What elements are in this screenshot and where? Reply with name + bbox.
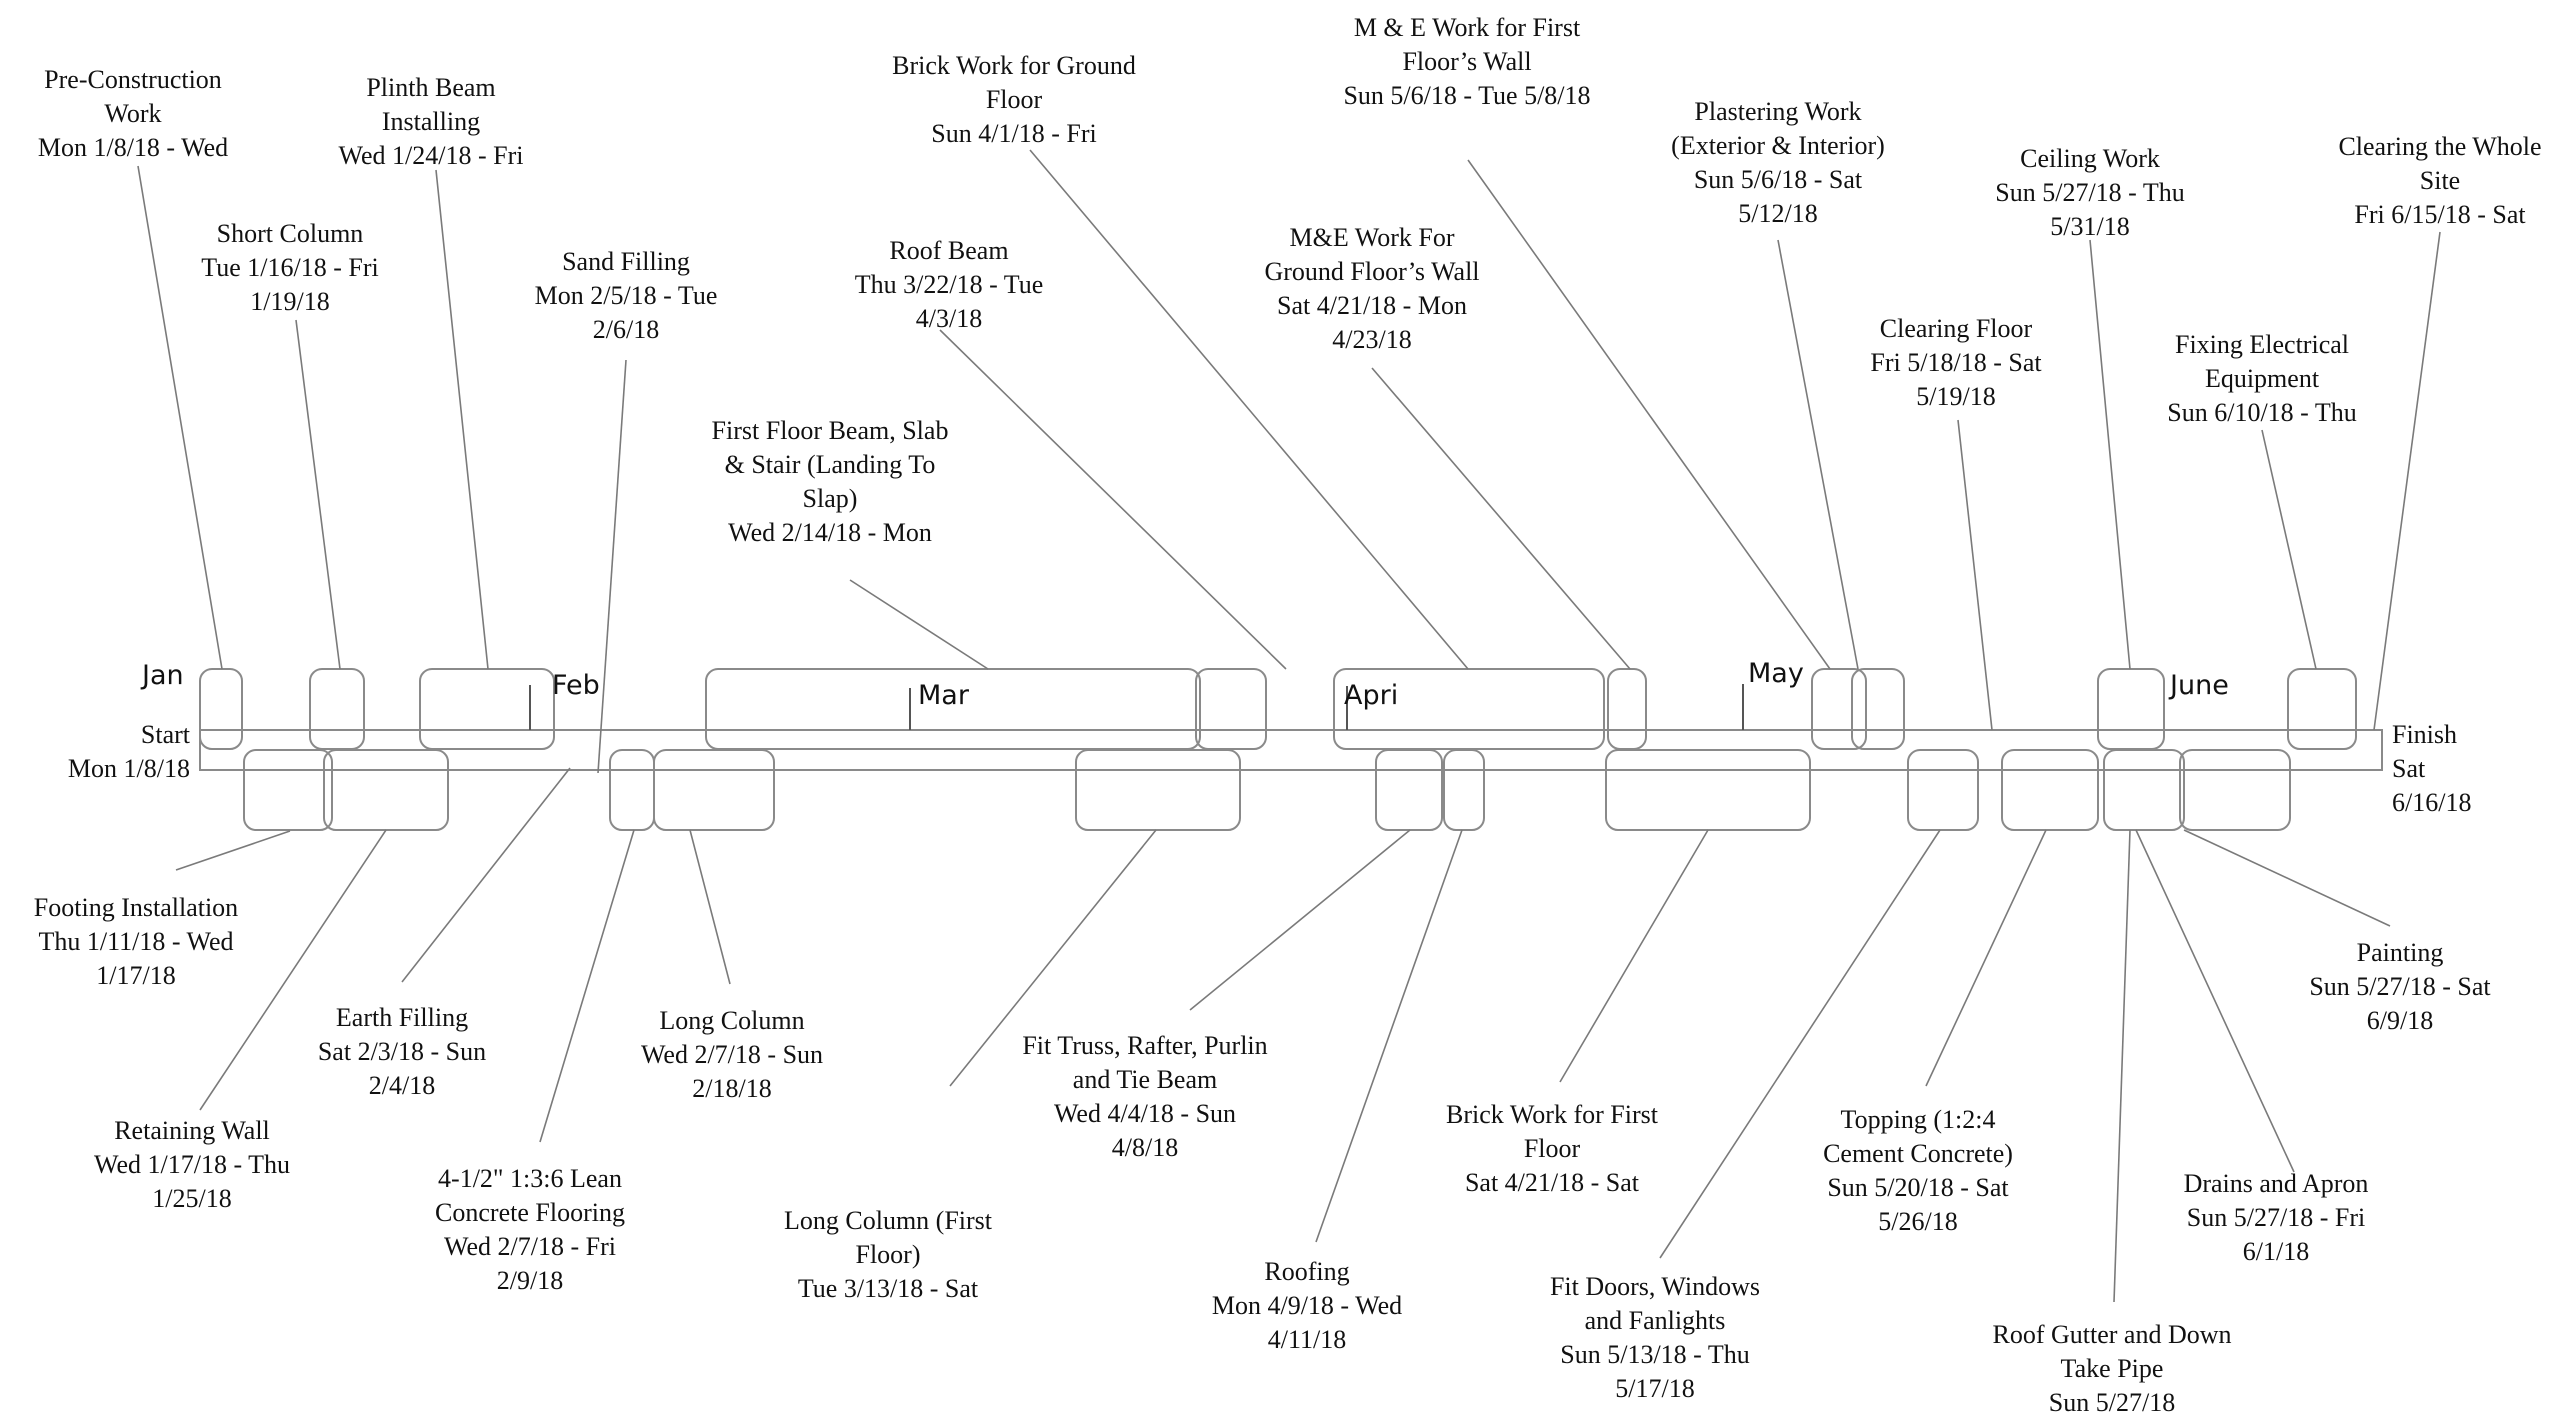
task-bracket-above [1195,668,1267,750]
month-label-jun: June [2170,670,2229,701]
finish-date: 6/16/18 [2392,788,2472,817]
start-label: Start [140,720,190,749]
leader-line [2113,829,2131,1303]
finish-day: Sat [2392,754,2426,783]
task-bracket-above [1851,668,1905,750]
task-bracket-above [2287,668,2357,750]
task-bracket-below [1075,749,1241,831]
task-bracket-below [653,749,775,831]
leader-line [2373,231,2441,731]
leader-line [175,830,291,871]
task-bracket-above [419,668,555,750]
month-label-jan: Jan [142,660,184,691]
task-label-above: First Floor Beam, Slab& Stair (Landing T… [711,416,949,547]
task-label-above: Plastering Work(Exterior & Interior)Sun … [1671,97,1885,228]
leader-line [435,169,489,670]
leader-line [295,319,341,670]
leader-line [597,359,627,774]
task-bracket-below [243,749,333,831]
finish-label: Finish [2392,720,2458,749]
leader-line [1777,239,1859,670]
task-bracket-below [1907,749,1979,831]
leader-line [2183,829,2391,927]
leader-line [2089,239,2131,670]
leader-line [137,165,223,670]
leader-line [401,767,571,983]
leader-line [849,579,989,670]
leader-line [1957,419,1993,731]
task-bracket-above [1811,668,1867,750]
leader-line [1029,149,1469,670]
month-label-apr: Apri [1344,680,1399,711]
finish-label-block: Finish Sat 6/16/18 [2392,718,2471,820]
task-bracket-above [199,668,243,750]
leader-line [1659,829,1941,1259]
task-bracket-below [2001,749,2099,831]
leader-line [939,329,1287,670]
month-label-feb: Feb [552,670,600,701]
leader-line [1315,829,1463,1243]
start-label-block: Start Mon 1/8/18 [40,718,190,786]
start-date: Mon 1/8/18 [67,754,190,783]
leader-line [1467,159,1831,670]
leader-line [199,829,387,1111]
task-bracket-below [2179,749,2291,831]
month-label-may: May [1748,658,1804,689]
leader-line [539,829,635,1143]
leader-line [2261,429,2317,670]
leader-line [689,829,731,985]
leader-line [1371,367,1631,670]
leader-line [1925,829,2047,1087]
leader-line [1189,829,1411,1011]
task-bracket-below [2103,749,2185,831]
task-bracket-below [1443,749,1485,831]
leader-line [2135,829,2295,1173]
task-bracket-above [705,668,1201,750]
leader-line [949,829,1157,1087]
month-label-mar: Mar [918,680,969,711]
leader-line [1559,829,1709,1083]
